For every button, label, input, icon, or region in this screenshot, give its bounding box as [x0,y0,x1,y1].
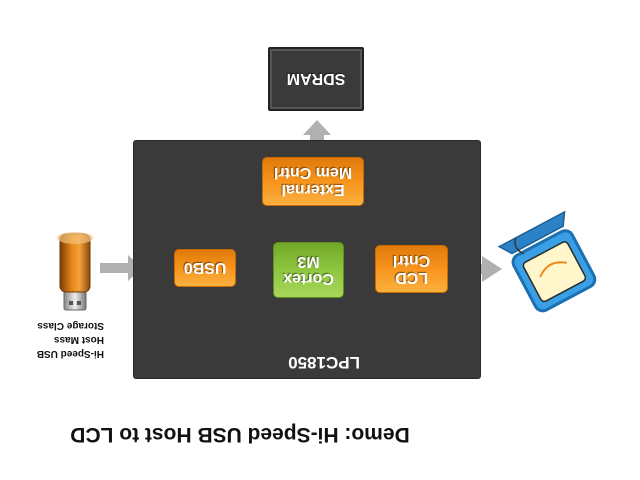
arrow-usb-to-usb0 [100,255,142,281]
